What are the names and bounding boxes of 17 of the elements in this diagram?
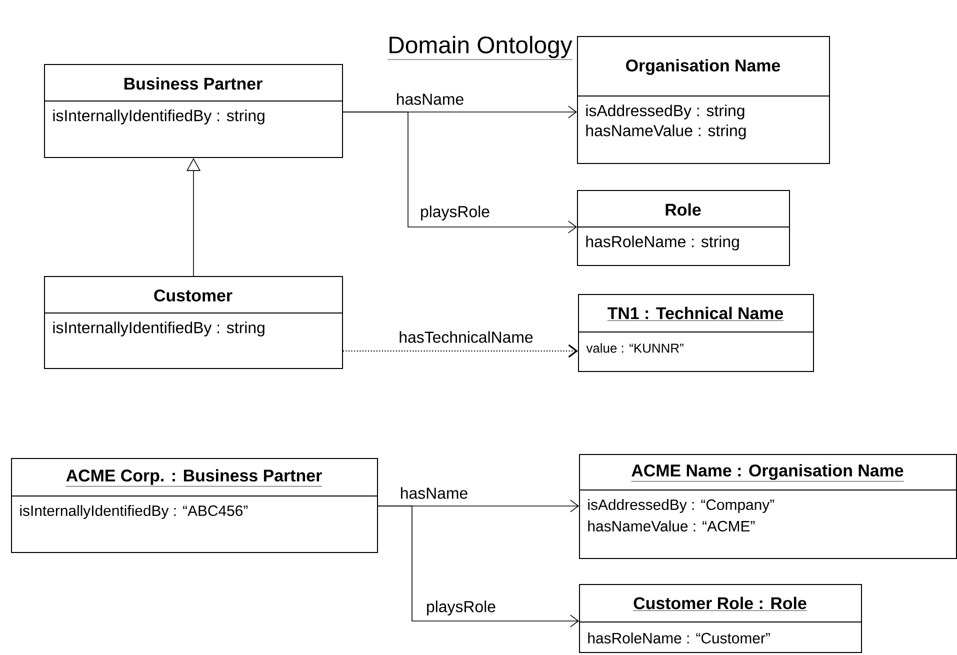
class-box: Customer Role : Role hasRoleName : “Customer” xyxy=(578,584,862,653)
class-box: Role hasRoleName : string xyxy=(576,190,790,266)
edge-label: hasName xyxy=(398,486,470,500)
class-box: ACME Name : Organisation Name isAddressedBy : “Company” hasNameValue : “ACME” xyxy=(578,454,957,559)
connector xyxy=(343,344,578,358)
edge-label: hasName xyxy=(394,92,466,106)
class-box: Customer isInternallyIdentifiedBy : string xyxy=(44,276,343,369)
class-box: Business Partner isInternallyIdentifiedBy : string xyxy=(44,64,343,158)
edge-label: playsRole xyxy=(419,204,491,222)
title: Domain Ontology xyxy=(387,36,573,60)
class-box: ACME Corp. : Business Partner isInternallyIdentifiedBy : “ABC456” xyxy=(10,458,378,553)
class-box: Organisation Name isAddressedBy : string hasNameValue : string xyxy=(576,36,830,164)
class-box: TN1 : Technical Name value : “KUNNR” xyxy=(578,294,814,372)
connector xyxy=(378,506,579,628)
edge-label: playsRole xyxy=(425,600,497,616)
connector xyxy=(342,112,577,234)
edge-label: hasTechnicalName xyxy=(398,330,534,344)
